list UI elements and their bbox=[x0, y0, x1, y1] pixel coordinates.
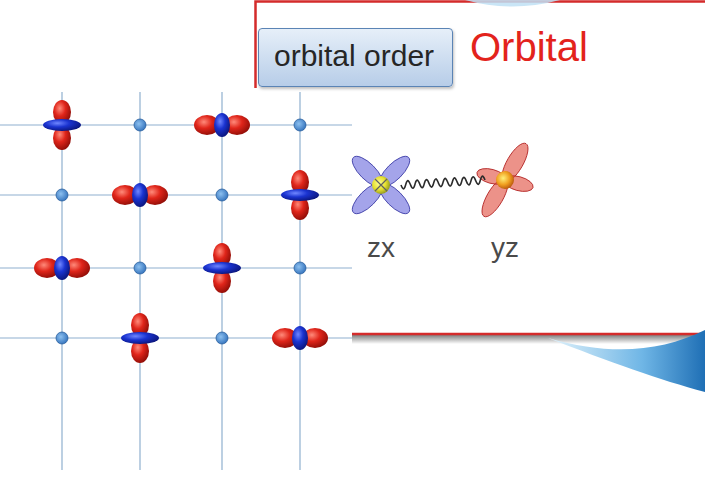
orbital-name: zx bbox=[361, 232, 401, 264]
frame-title: Orbital bbox=[470, 24, 588, 70]
orbital-node: zx bbox=[361, 140, 401, 265]
yz-orbital-figure bbox=[475, 140, 535, 221]
decor-swoosh bbox=[548, 330, 705, 392]
frame-outline bbox=[256, 2, 705, 89]
orbital-name: yz bbox=[485, 232, 525, 264]
frame-outline bbox=[352, 333, 705, 336]
zx-orbital-figure bbox=[348, 152, 414, 218]
section-tag: orbital order bbox=[258, 28, 453, 87]
coupling-wave bbox=[401, 176, 485, 189]
tag-text: orbital order bbox=[274, 39, 437, 74]
decor-swoosh bbox=[465, 0, 560, 7]
orbital-node: yz bbox=[485, 140, 525, 265]
frame-shadow bbox=[352, 335, 705, 344]
orbital-lattice bbox=[0, 88, 352, 483]
